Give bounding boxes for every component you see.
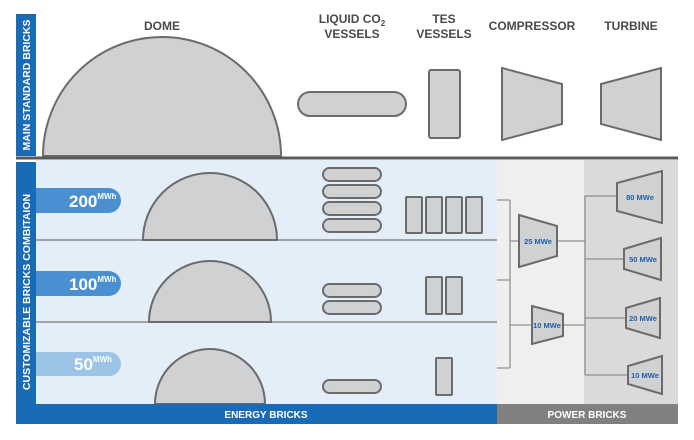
capacity-pill-200	[36, 188, 121, 213]
main-dome-shape	[41, 36, 283, 157]
tes-vessel-100-2	[445, 276, 463, 315]
turbine-80-label: 80 MWe	[626, 193, 654, 202]
dome-50	[153, 348, 267, 405]
liquid-co2-header-line1: LIQUID CO	[319, 12, 381, 26]
capacity-unit-50: MWh	[93, 355, 112, 364]
capacity-pill-50	[36, 352, 121, 376]
main-liquid-co2-vessel	[297, 91, 407, 117]
capacity-pill-100	[36, 271, 121, 296]
capacity-pill-200-edge	[36, 188, 56, 213]
tes-vessel-200-4	[465, 196, 483, 234]
co2-vessel-200-2	[322, 184, 382, 199]
co2-vessel-200-3	[322, 201, 382, 216]
main-bricks-side-label: MAIN STANDARD BRICKS	[21, 19, 33, 150]
main-bricks-side-bar	[16, 14, 36, 156]
capacity-unit-100: MWh	[97, 275, 116, 284]
main-turbine-shape	[600, 66, 662, 142]
tes-vessel-200-3	[445, 196, 463, 234]
energy-bricks-bar	[36, 404, 497, 424]
power-bricks-bar	[497, 404, 678, 424]
co2-vessel-100-1	[322, 283, 382, 298]
dome-200	[141, 172, 279, 241]
capacity-label-200: 200MWh	[69, 192, 117, 211]
co2-vessel-200-1	[322, 167, 382, 182]
custom-bricks-side-label: CUSTOMIZABLE BRICKS COMBITAION	[21, 194, 33, 390]
capacity-pill-100-edge	[36, 271, 56, 296]
co2-vessel-200-4	[322, 218, 382, 233]
capacity-pill-50-edge	[36, 352, 56, 376]
turbine-20-shape	[625, 296, 661, 340]
turbine-10-shape	[627, 354, 663, 396]
liquid-co2-subscript: 2	[381, 19, 386, 28]
main-tes-vessel	[428, 69, 461, 139]
tes-header-line1: TES	[432, 12, 455, 26]
co2-vessel-50-1	[322, 379, 382, 394]
tes-header-line2: VESSELS	[416, 27, 471, 41]
dome-100	[147, 260, 273, 323]
tes-vessel-100-1	[425, 276, 443, 315]
compressor-10-shape	[531, 304, 564, 346]
power-area-bg-left	[497, 160, 584, 404]
compressor-10-label: 10 MWe	[533, 321, 561, 330]
capacity-value-100: 100	[69, 275, 97, 294]
compressor-25-label: 25 MWe	[524, 237, 552, 246]
liquid-co2-header: LIQUID CO2	[319, 12, 386, 28]
capacity-label-100: 100MWh	[69, 275, 117, 294]
capacity-unit-200: MWh	[97, 192, 116, 201]
custom-bricks-side-bar	[16, 162, 36, 424]
turbine-50-label: 50 MWe	[629, 255, 657, 264]
co2-vessel-100-2	[322, 300, 382, 315]
turbine-80-shape	[616, 169, 663, 225]
tes-vessel-50-1	[435, 357, 453, 396]
energy-bricks-label: ENERGY BRICKS	[224, 410, 307, 421]
turbine-10-label: 10 MWe	[631, 371, 659, 380]
capacity-value-200: 200	[69, 192, 97, 211]
capacity-label-50: 50MWh	[74, 355, 112, 374]
liquid-co2-header-line2: VESSELS	[324, 27, 379, 41]
capacity-value-50: 50	[74, 355, 93, 374]
tes-vessel-200-1	[405, 196, 423, 234]
main-compressor-shape	[501, 66, 563, 142]
compressor-header: COMPRESSOR	[489, 19, 576, 33]
turbine-header: TURBINE	[604, 19, 657, 33]
compressor-25-shape	[518, 213, 558, 269]
turbine-50-shape	[623, 236, 662, 282]
tes-vessel-200-2	[425, 196, 443, 234]
turbine-20-label: 20 MWe	[629, 314, 657, 323]
power-bricks-label: POWER BRICKS	[548, 410, 627, 421]
dome-header: DOME	[144, 19, 180, 33]
